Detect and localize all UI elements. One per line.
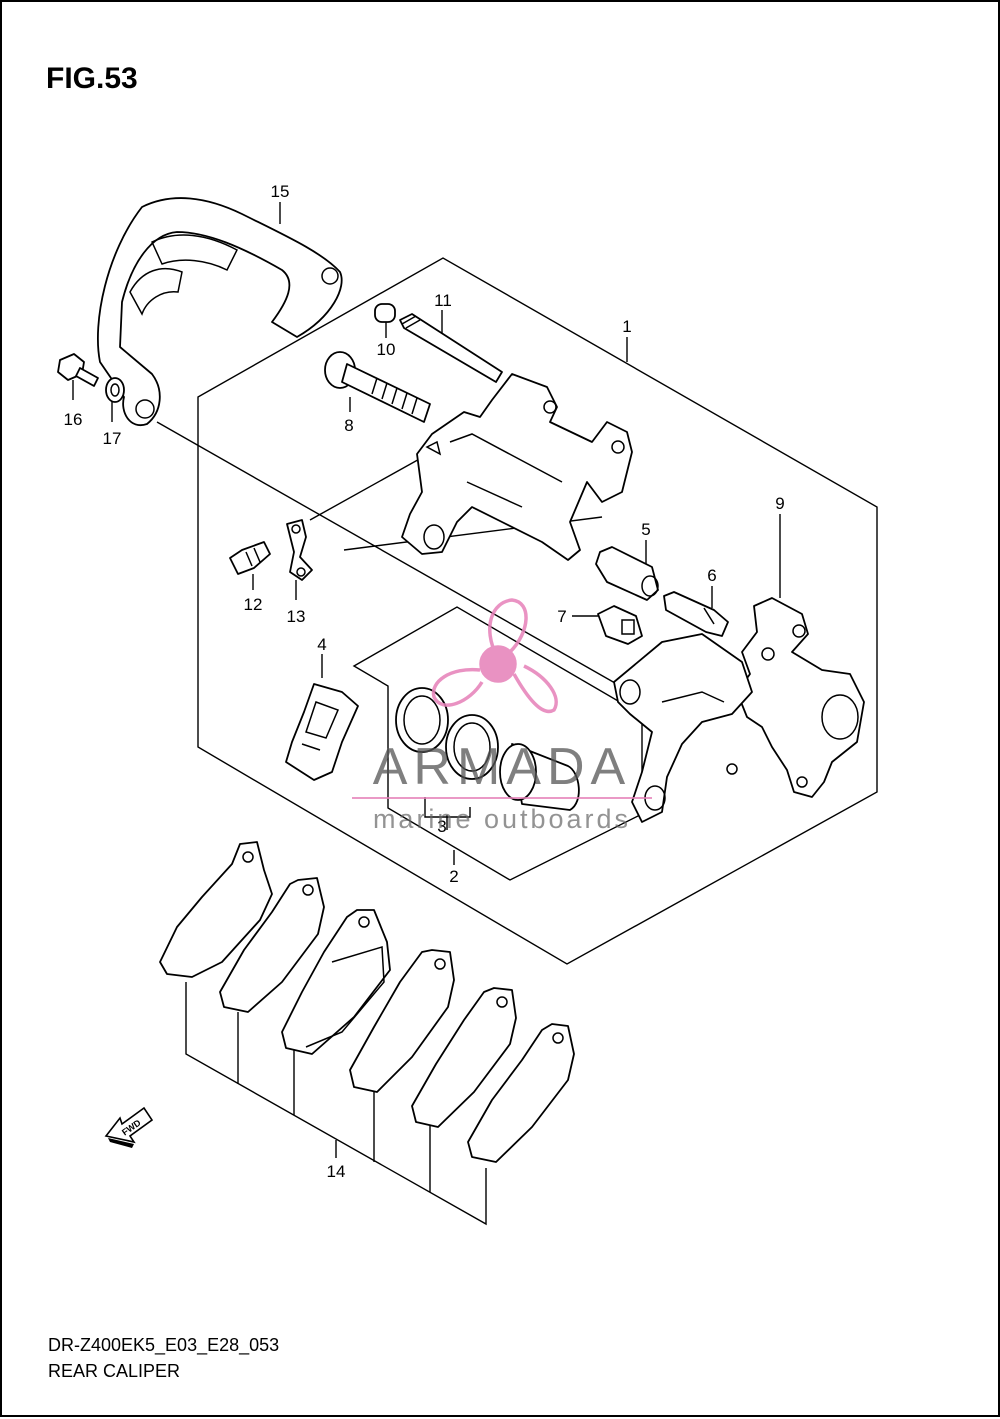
- assembly-name: REAR CALIPER: [48, 1361, 181, 1381]
- part-14-brake-pads: [159, 841, 575, 1163]
- watermark-brand: ARMADA: [373, 738, 631, 796]
- callout-15: 15: [271, 182, 290, 201]
- part-15-caliper-guard: [97, 197, 343, 427]
- callout-13: 13: [287, 607, 306, 626]
- part-17-washer: [105, 377, 125, 403]
- part-13-clip: [286, 519, 313, 581]
- part-4-pad-spring: [285, 683, 359, 781]
- callout-labels: 1 2 3 4 5 6 7 8 9 10 11 12 13 14 15 16 1…: [64, 182, 785, 1181]
- callout-5: 5: [641, 520, 650, 539]
- model-code: DR-Z400EK5_E03_E28_053: [48, 1335, 280, 1355]
- part-7-boot: [597, 605, 643, 645]
- assembly-outline-2: [352, 606, 643, 881]
- figure-title: FIG.53: [46, 62, 138, 95]
- bracket-14: [185, 982, 487, 1226]
- part-12-bleeder: [229, 541, 271, 575]
- fwd-direction-arrow: FWD: [104, 1106, 154, 1148]
- part-2-carrier: [613, 633, 753, 823]
- part-8-bolt: [324, 351, 431, 423]
- callout-2: 2: [449, 867, 458, 886]
- callout-12: 12: [244, 595, 263, 614]
- seals-and-pistons: [395, 687, 580, 811]
- watermark: ARMADA marine outboards: [352, 598, 652, 834]
- callout-4: 4: [317, 635, 326, 654]
- part-1-caliper-body: [401, 373, 633, 561]
- callout-14: 14: [327, 1162, 346, 1181]
- callout-1: 1: [622, 317, 631, 336]
- callout-8: 8: [344, 416, 353, 435]
- part-10-11-pin: [374, 303, 503, 383]
- watermark-tagline: marine outboards: [373, 804, 631, 834]
- callout-3: 3: [437, 817, 446, 836]
- callout-7: 7: [557, 607, 566, 626]
- callout-11: 11: [434, 291, 452, 310]
- part-5-sleeve: [595, 546, 659, 601]
- part-6-pin: [663, 591, 729, 637]
- callout-9: 9: [775, 494, 784, 513]
- callout-6: 6: [707, 566, 716, 585]
- propeller-logo-icon: [431, 598, 558, 714]
- callout-10: 10: [377, 340, 396, 359]
- callout-17: 17: [103, 429, 122, 448]
- part-16-bolt: [57, 353, 99, 387]
- assembly-outline-1: [197, 257, 878, 965]
- callout-16: 16: [64, 410, 83, 429]
